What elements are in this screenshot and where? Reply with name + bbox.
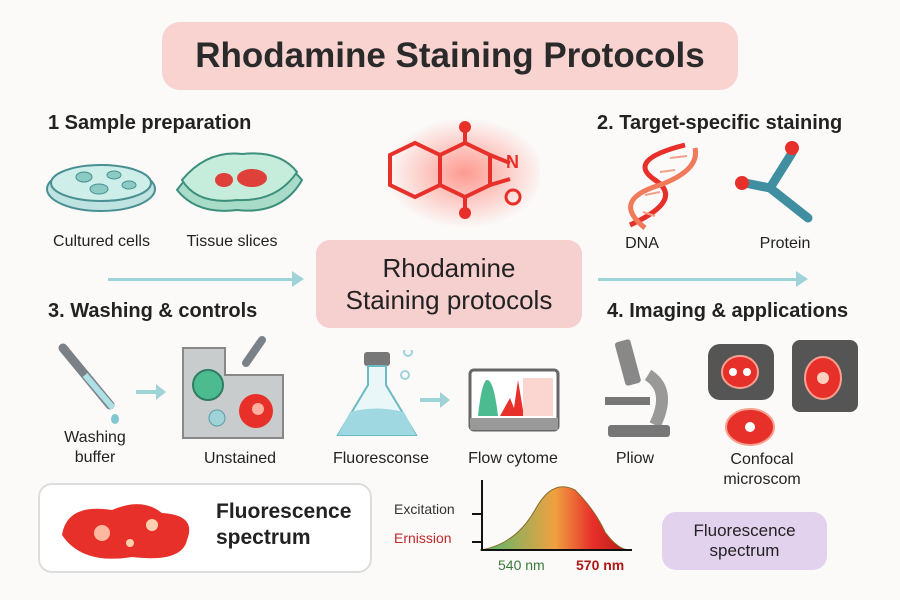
section-4-heading: 4. Imaging & applications: [607, 300, 849, 322]
x-tick-570: 570 nm: [576, 557, 625, 573]
fluorescence-spectrum-badge: Fluorescence spectrum: [662, 512, 827, 570]
flow-arrow-right: [598, 278, 798, 281]
protein-icon: [735, 141, 813, 223]
label-fluorescence: Fluoresconse: [332, 450, 430, 467]
rhodamine-molecule-icon: N: [385, 118, 540, 228]
label-flow-cytometer: Flow cytome: [468, 450, 558, 467]
label-washing-buffer: Washing buffer: [64, 429, 126, 466]
badge-line-1: Fluorescence: [693, 521, 796, 540]
label-cultured-cells: Cultured cells: [53, 233, 150, 250]
x-tick-540: 540 nm: [498, 557, 545, 573]
label-confocal-microscope: Confocal microscom: [723, 451, 801, 488]
fluorescence-spectrum-card: Fluorescence spectrum: [38, 483, 372, 573]
tissue-slice-icon: [175, 152, 304, 212]
section-1-heading: 1 Sample preparation: [48, 112, 252, 134]
excitation-label: Excitation: [394, 501, 455, 517]
dna-icon: [628, 142, 699, 230]
arrowhead-icon: [292, 271, 304, 287]
label-protein: Protein: [759, 235, 811, 252]
page-title: Rhodamine Staining Protocols: [162, 22, 738, 90]
confocal-images-icon: [708, 340, 858, 446]
center-line-1: Rhodamine: [382, 253, 516, 283]
arrow-icon: [420, 398, 442, 402]
petri-dish-icon: [46, 164, 156, 212]
section-3-heading: 3. Washing & controls: [48, 300, 258, 322]
center-label: Rhodamine Staining protocols: [316, 240, 582, 328]
flask-icon: [336, 350, 418, 436]
pipette-icon: [58, 343, 119, 424]
svg-text:N: N: [506, 152, 519, 172]
arrowhead-icon: [440, 392, 450, 408]
label-pliow: Pliow: [615, 450, 655, 467]
arrowhead-icon: [796, 271, 808, 287]
center-line-2: Staining protocols: [345, 285, 553, 315]
arrowhead-icon: [156, 384, 166, 400]
arrow-icon: [136, 390, 158, 394]
section-2-heading: 2. Target-specific staining: [597, 112, 843, 134]
badge-line-2: spectrum: [709, 541, 780, 560]
flow-arrow-left: [108, 278, 298, 281]
emission-label: Ernission: [394, 530, 452, 546]
emission-spectrum-plot: [472, 480, 632, 551]
fluorescence-spectrum-label: Fluorescence spectrum: [216, 500, 352, 549]
label-dna: DNA: [625, 235, 659, 252]
label-tissue-slices: Tissue slices: [186, 233, 278, 250]
unstained-control-icon: [182, 336, 284, 439]
flow-cytometer-icon: [468, 368, 560, 432]
microscope-icon: [605, 339, 670, 437]
stained-cell-icon: [62, 504, 190, 559]
label-unstained: Unstained: [203, 450, 277, 467]
